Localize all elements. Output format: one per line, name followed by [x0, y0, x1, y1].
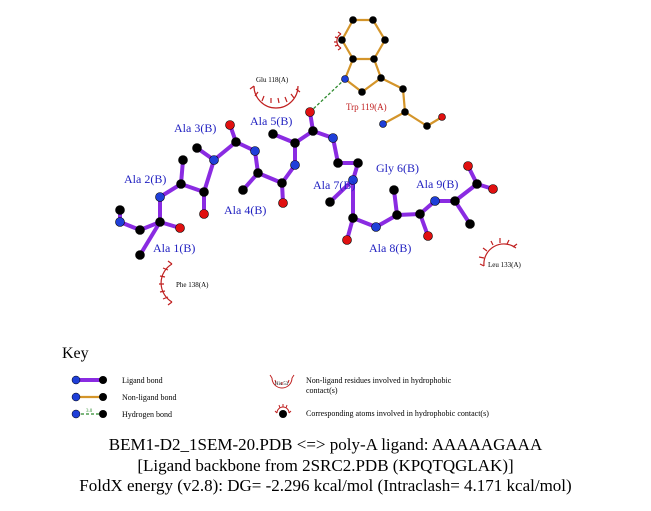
- svg-text:Non-ligand residues involved i: Non-ligand residues involved in hydropho…: [306, 376, 452, 385]
- label-ala7: Ala 7(B): [313, 178, 355, 192]
- label-ala2: Ala 2(B): [124, 172, 166, 186]
- atoms: [115, 16, 498, 260]
- label-ala5: Ala 5(B): [250, 114, 292, 128]
- label-glu118: Glu 118(A): [256, 76, 289, 84]
- label-ala8: Ala 8(B): [369, 241, 411, 255]
- svg-text:His 53: His 53: [275, 382, 289, 387]
- label-ala3: Ala 3(B): [174, 121, 216, 135]
- key-nonligand-residues: His 53 Non-ligand residues involved in h…: [269, 374, 452, 395]
- ligplot-diagram: Ala 1(B) Ala 2(B) Ala 3(B) Ala 4(B) Ala …: [62, 16, 522, 419]
- label-gly6: Gly 6(B): [376, 161, 419, 175]
- caption-line-1: BEM1-D2_1SEM-20.PDB <=> poly-A ligand: A…: [108, 435, 543, 454]
- hydrogen-bond: [309, 78, 346, 113]
- svg-text:Non-ligand bond: Non-ligand bond: [122, 393, 176, 402]
- key-nonligand-bond: Non-ligand bond: [71, 392, 176, 402]
- label-leu133: Leu 133(A): [488, 261, 522, 269]
- trp119-contact-icon: [334, 31, 342, 51]
- key-hydrogen-bond: 3.0 Hydrogen bond: [71, 409, 172, 419]
- svg-text:3.0: 3.0: [86, 409, 93, 414]
- leu133-contact-icon: [478, 238, 518, 267]
- key-ligand-bond: Ligand bond: [71, 375, 163, 385]
- key-title: Key: [62, 345, 89, 362]
- phe138-contact-icon: [159, 260, 173, 306]
- svg-text:Ligand bond: Ligand bond: [122, 376, 163, 385]
- svg-text:Corresponding atoms involved i: Corresponding atoms involved in hydropho…: [306, 409, 489, 418]
- svg-text:Hydrogen bond: Hydrogen bond: [122, 410, 172, 419]
- label-ala4: Ala 4(B): [224, 203, 266, 217]
- label-ala9: Ala 9(B): [416, 177, 458, 191]
- svg-text:contact(s): contact(s): [306, 386, 338, 395]
- key-corresponding-atoms: Corresponding atoms involved in hydropho…: [274, 404, 489, 418]
- caption-line-3: FoldX energy (v2.8): DG= -2.296 kcal/mol…: [79, 476, 572, 495]
- label-trp119: Trp 119(A): [346, 102, 387, 112]
- hydrophobic-arcs: [159, 31, 518, 306]
- label-ala1: Ala 1(B): [153, 241, 195, 255]
- caption-line-2: [Ligand backbone from 2SRC2.PDB (KPQTQGL…: [137, 456, 514, 475]
- label-phe138: Phe 138(A): [176, 281, 209, 289]
- glu118-contact-icon: [249, 85, 301, 109]
